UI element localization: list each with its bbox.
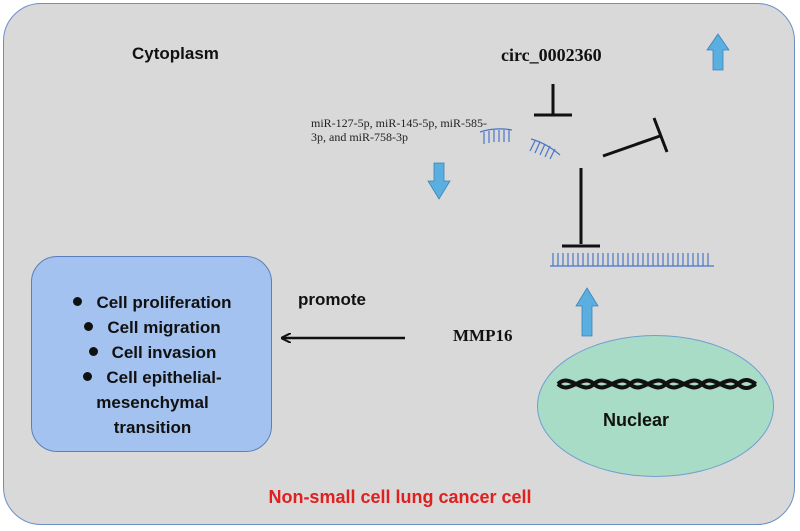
inhibition-icon <box>534 84 572 117</box>
promote-label: promote <box>298 290 366 309</box>
outcome-item: Cell proliferation <box>32 290 273 315</box>
circrna-label: circ_0002360 <box>501 45 602 65</box>
up-arrow-icon <box>706 33 730 71</box>
bullet-icon <box>88 347 98 357</box>
target-gene-label: MMP16 <box>453 326 513 345</box>
up-arrow-icon <box>575 287 599 337</box>
nucleus-label: Nuclear <box>602 410 670 430</box>
down-arrow-icon <box>427 162 451 200</box>
nucleus <box>537 335 774 477</box>
outcome-item: Cell migration <box>32 315 273 340</box>
compartment-label: Cytoplasm <box>132 44 219 63</box>
footer-label: Non-small cell lung cancer cell <box>268 487 532 507</box>
outcome-item: Cell invasion <box>32 340 273 365</box>
bullet-icon <box>84 322 94 332</box>
mirna-strand <box>529 138 561 160</box>
mrna-strand <box>550 253 714 267</box>
inhibition-icon <box>562 168 600 248</box>
inhibition-icon <box>602 117 669 158</box>
dna-helix-icon <box>556 377 757 391</box>
outcome-item: Cell epithelial-mesenchymal transition <box>58 365 248 440</box>
bullet-icon <box>73 297 83 307</box>
bullet-icon <box>83 372 93 382</box>
outcomes-box: Cell proliferation Cell migration Cell i… <box>31 256 272 452</box>
mirna-strand <box>479 128 513 144</box>
mirna-label: miR-127-5p, miR-145-5p, miR-585-3p, and … <box>311 116 487 144</box>
